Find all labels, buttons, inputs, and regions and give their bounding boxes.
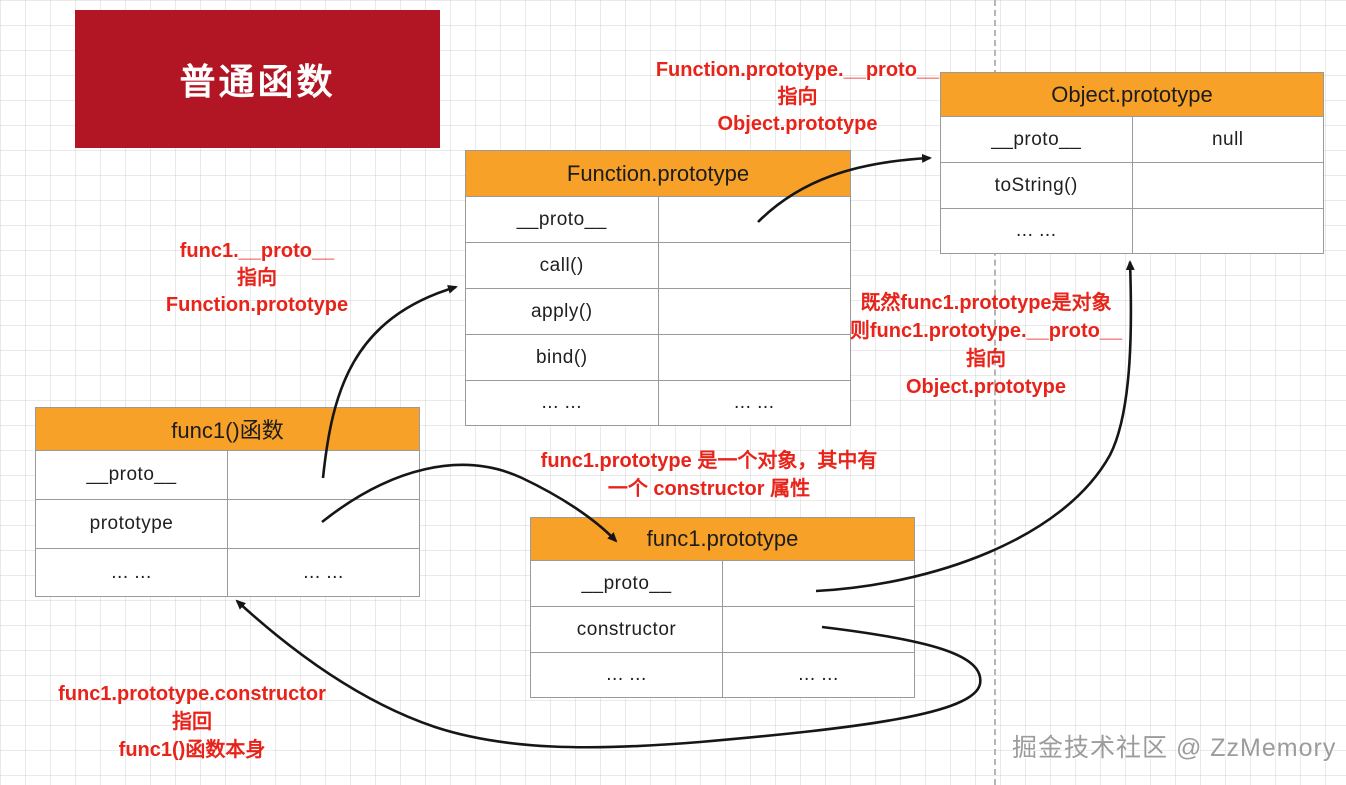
table-func1-prototype: func1.prototype __proto__ constructor ..… [530,517,915,698]
cell-proto-value [228,451,419,499]
table-row: __proto__ [36,450,419,499]
table-row: toString() [941,162,1323,208]
table-function-prototype-title: Function.prototype [566,160,750,186]
cell-call-key: call() [466,243,659,288]
annotation-constructor-points-back: func1.prototype.constructor 指回 func1()函数… [38,680,346,764]
watermark: 掘金技术社区 @ ZzMemory [1012,734,1337,762]
table-func1-function-title: func1()函数 [171,418,284,443]
cell-proto-key: __proto__ [941,117,1133,162]
table-row: call() [466,242,850,288]
table-row: constructor [531,606,914,652]
cell-ellipsis-value: ... ... [734,392,775,413]
annotation-line: Object.prototype [905,376,1066,398]
annotation-function-proto-points-to-object: Function.prototype.__proto__ 指向 Object.p… [620,57,975,138]
table-row: ... ... ... ... [36,548,419,596]
cell-bind-key: bind() [466,335,659,380]
cell-proto-key: __proto__ [466,197,659,242]
cell-ellipsis-key: ... ... [466,381,659,425]
annotation-line: Object.prototype [717,113,878,135]
cell-tostring-value [1133,163,1324,208]
cell-prototype-key: prototype [36,500,228,548]
title-box-ordinary-function: 普通函数 [75,10,440,148]
table-object-prototype-header: Object.prototype [941,73,1323,116]
table-func1-prototype-title: func1.prototype [646,526,799,551]
annotation-line: 一个 constructor 属性 [607,478,811,500]
table-func1-prototype-header: func1.prototype [531,518,914,560]
annotation-func1-prototype-description: func1.prototype 是一个对象，其中有 一个 constructor… [509,447,909,503]
cell-apply-value [659,289,851,334]
cell-apply-key: apply() [466,289,659,334]
annotation-line: func1()函数本身 [118,739,266,761]
table-function-prototype: Function.prototype __proto__ call() appl… [465,150,851,426]
table-object-prototype-title: Object.prototype [1051,81,1213,107]
cell-call-value [659,243,851,288]
table-row: __proto__ [531,560,914,606]
title-box-label: 普通函数 [179,61,336,102]
annotation-func1-prototype-proto-points-to-object: 既然func1.prototype是对象 则func1.prototype.__… [828,289,1144,401]
table-row: ... ... ... ... [531,652,914,697]
cell-proto-key: __proto__ [531,561,723,606]
table-row: __proto__ [466,196,850,242]
cell-ellipsis-key: ... ... [941,209,1133,253]
cell-ellipsis-value [1133,209,1324,253]
table-function-prototype-header: Function.prototype [466,151,850,196]
table-func1-function-header: func1()函数 [36,408,419,450]
cell-constructor-value [723,607,914,652]
cell-ellipsis-key: ... ... [36,549,228,596]
cell-proto-value [723,561,914,606]
annotation-line: Function.prototype.__proto__ [655,59,940,81]
annotation-line: func1.__proto__ [179,240,335,262]
annotation-line: 指向 [777,86,818,108]
cell-proto-value [659,197,851,242]
cell-ellipsis-value: ... ... [798,664,839,685]
annotation-line: 指回 [172,711,212,733]
annotation-line: 指向 [237,267,277,289]
table-row: bind() [466,334,850,380]
annotation-line: func1.prototype.constructor [58,683,326,705]
cell-ellipsis-key: ... ... [531,653,723,697]
table-row: __proto__ null [941,116,1323,162]
cell-ellipsis-value: ... ... [303,561,344,583]
cell-prototype-value [228,500,419,548]
cell-constructor-key: constructor [531,607,723,652]
annotation-line: 指向 [966,348,1006,370]
annotation-line: Function.prototype [165,294,349,316]
annotation-line: 既然func1.prototype是对象 [860,292,1112,314]
cell-bind-value [659,335,851,380]
cell-tostring-key: toString() [941,163,1133,208]
table-row: ... ... ... ... [466,380,850,425]
annotation-line: 则func1.prototype.__proto__ [849,320,1123,342]
annotation-func1-proto-points-to-function: func1.__proto__ 指向 Function.prototype [117,238,397,319]
cell-proto-key: __proto__ [36,451,228,499]
table-row: prototype [36,499,419,548]
annotation-line: func1.prototype 是一个对象，其中有 [540,450,878,472]
table-row: ... ... [941,208,1323,253]
table-row: apply() [466,288,850,334]
table-func1-function: func1()函数 __proto__ prototype ... ... ..… [35,407,420,597]
cell-proto-value: null [1211,128,1244,150]
table-object-prototype: Object.prototype __proto__ null toString… [940,72,1324,254]
